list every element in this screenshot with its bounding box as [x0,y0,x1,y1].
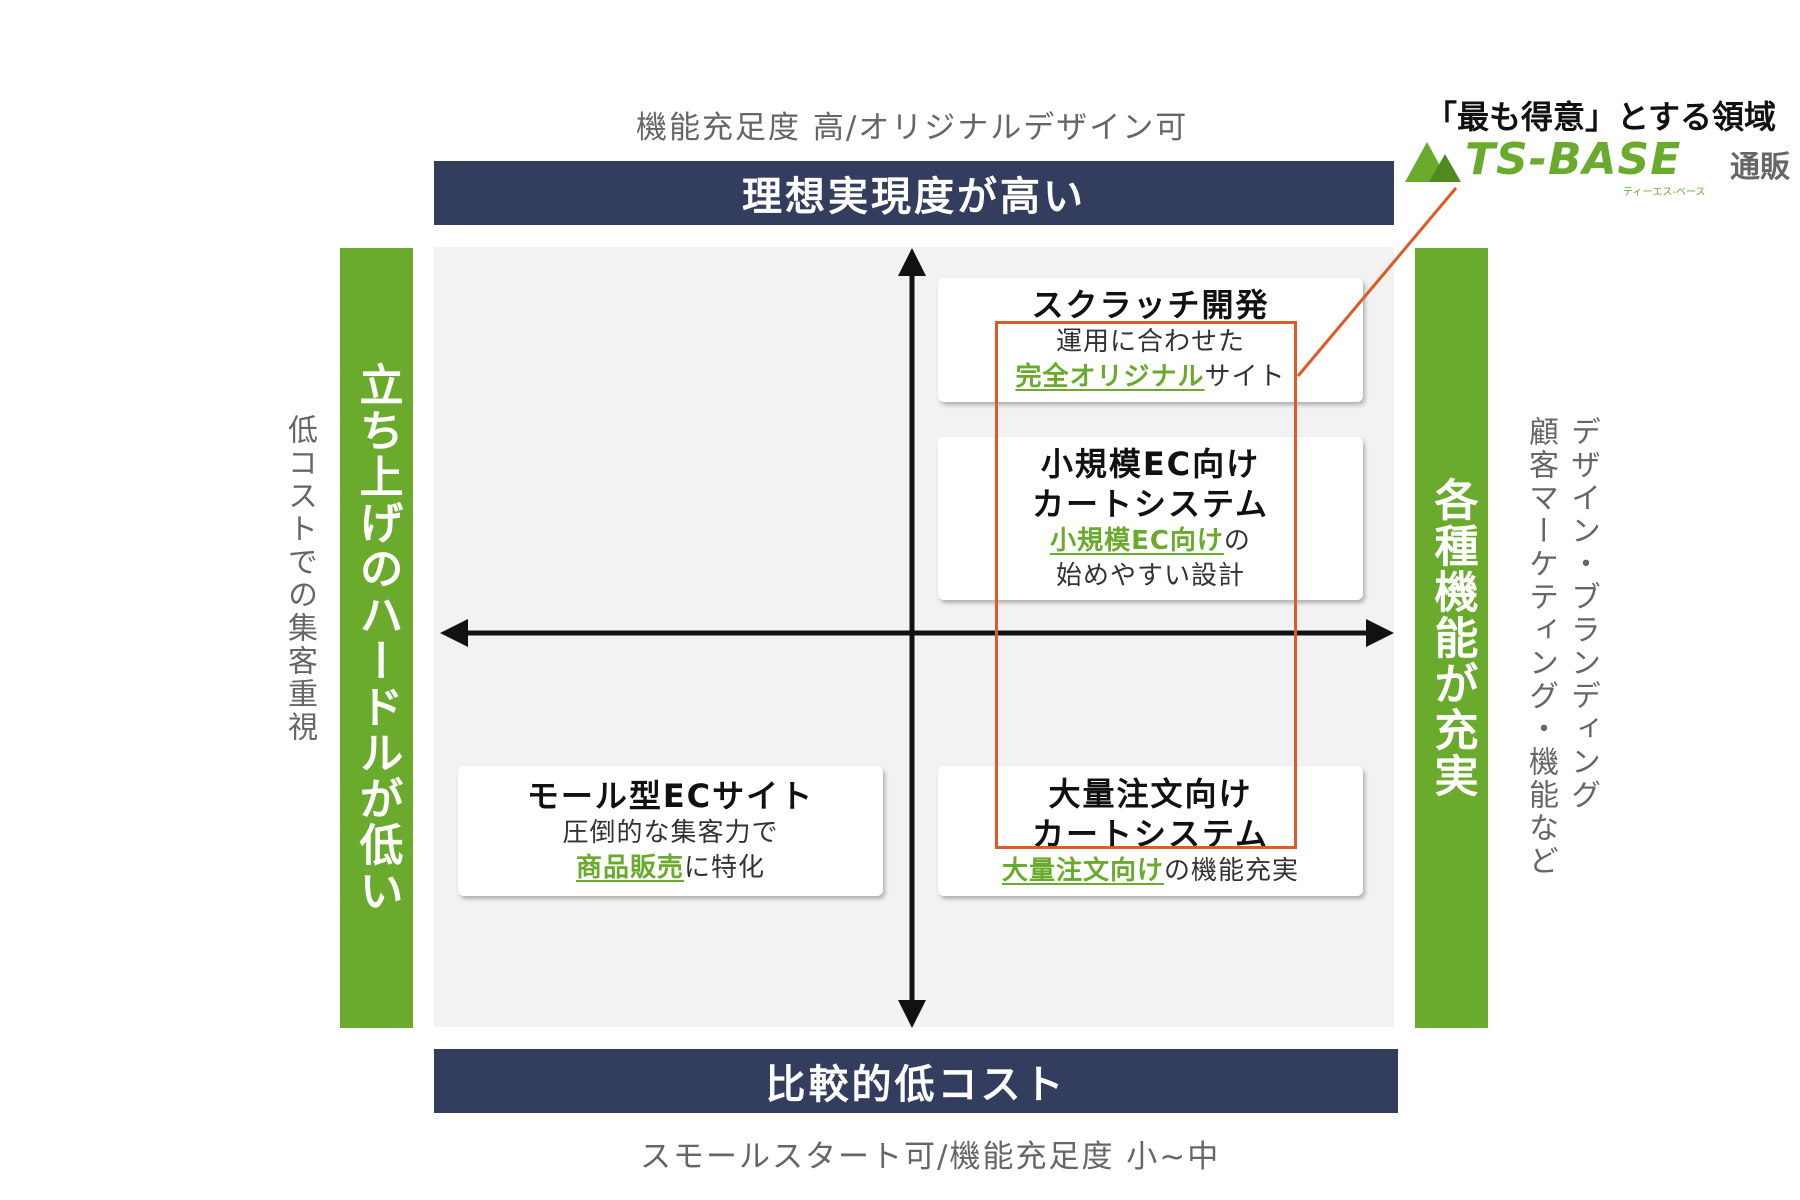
bottom-caption: スモールスタート可/機能充足度 小~中 [640,1139,1221,1175]
logo-suffix: 通販 [1730,150,1790,185]
highlight-box [995,321,1297,849]
card-scratch-highlight: 完全オリジナル [1015,362,1205,392]
card-mall-highlight: 商品販売 [575,853,684,883]
card-scratch-line2: 完全オリジナルサイト [1015,360,1285,395]
axis-arrow-down [898,1000,926,1028]
left-bar-label: 立ち上げのハードルが低い [351,362,403,914]
card-small-ec-rest: の [1223,525,1251,556]
axis-arrow-right [1366,619,1394,647]
left-bar: 立ち上げのハードルが低い [340,248,413,1028]
logo-caption: 「最も得意」とする領域 [1425,98,1777,136]
card-bulk-line1: 大量注文向けの機能充実 [1002,854,1299,889]
card-scratch: スクラッチ開発 運用に合わせた 完全オリジナルサイト [938,278,1363,402]
left-caption: 低コストでの集客重視 [282,414,317,744]
logo-kana: ティーエス-ベース [1623,187,1706,198]
card-scratch-rest: サイト [1204,362,1286,392]
card-mall-line2: 商品販売に特化 [576,851,765,886]
card-small-ec-title2: カートシステム [1031,484,1270,523]
card-mall: モール型ECサイト 圧倒的な集客力で 商品販売に特化 [458,766,883,896]
card-mall-line1: 圧倒的な集客力で [562,818,779,848]
top-caption: 機能充足度 高/オリジナルデザイン可 [636,110,1189,146]
logo-mark-icon [1405,142,1461,182]
axis-arrow-left [440,619,468,647]
right-bar-label: 各種機能が充実 [1426,477,1478,799]
card-small-ec-line1: 小規模EC向けの [1050,524,1251,559]
card-small-ec-title1: 小規模EC向け [1040,444,1261,483]
card-bulk-highlight: 大量注文向け [1001,855,1164,886]
right-bar: 各種機能が充実 [1415,248,1488,1028]
card-small-ec-line2: 始めやすい設計 [1055,560,1245,591]
card-scratch-line1: 運用に合わせた [1055,327,1245,357]
right-caption-line1: デザイン・ブランディング [1565,416,1600,812]
right-caption-line2: 顧客マーケティング・機能など [1523,416,1558,878]
leader-line-stroke [1296,187,1458,377]
card-mall-title: モール型ECサイト [526,777,815,815]
card-small-ec: 小規模EC向け カートシステム 小規模EC向けの 始めやすい設計 [938,437,1363,600]
axis-arrow-up [898,248,926,276]
card-bulk-title1: 大量注文向け [1048,774,1253,813]
card-scratch-title: スクラッチ開発 [1031,286,1270,324]
logo-brand: TS-BASE [1465,134,1682,185]
card-small-ec-highlight: 小規模EC向け [1050,525,1224,556]
bottom-bar: 比較的低コスト [434,1049,1398,1113]
top-bar: 理想実現度が高い [434,161,1394,225]
card-bulk-rest: の機能充実 [1164,855,1300,886]
logo: TS-BASE ティーエス-ベース 通販 [1405,134,1795,198]
card-mall-rest: に特化 [684,853,766,883]
